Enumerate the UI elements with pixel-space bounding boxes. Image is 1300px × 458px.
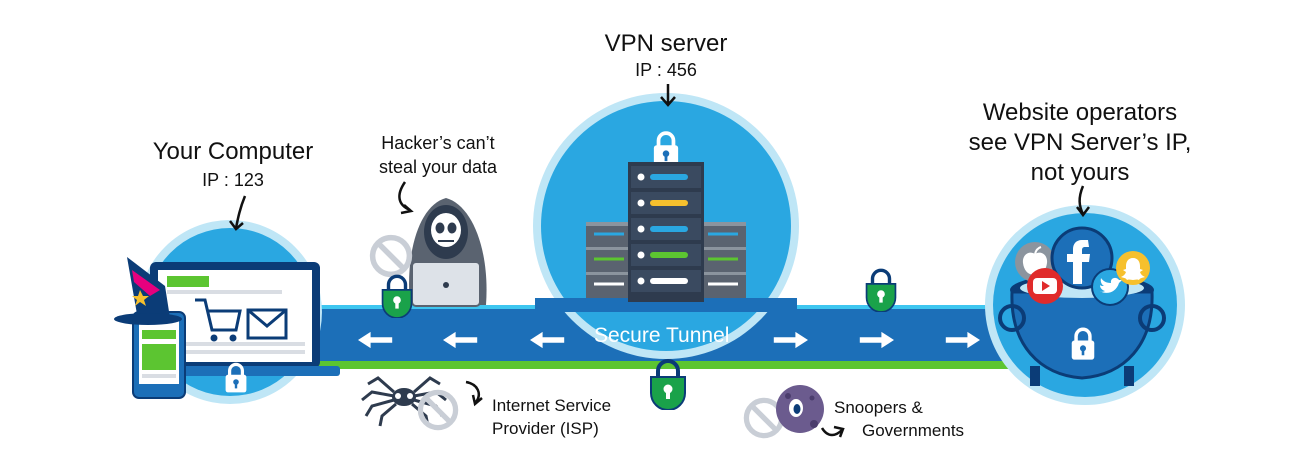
lock-icon bbox=[864, 268, 898, 312]
computer-ip: IP : 123 bbox=[202, 170, 264, 190]
snoopers-line1: Snoopers & bbox=[834, 398, 923, 417]
server-rack-icon bbox=[586, 162, 746, 302]
website-line1: Website operators bbox=[982, 99, 1178, 126]
website-line2: see VPN Server’s IP, bbox=[968, 129, 1192, 156]
youtube-icon bbox=[1027, 268, 1063, 304]
lock-icon bbox=[380, 274, 414, 318]
pointer-arrow-icon bbox=[820, 427, 843, 437]
website-line3: not yours bbox=[1030, 159, 1130, 186]
spider-icon bbox=[361, 376, 447, 427]
twitter-icon bbox=[1091, 268, 1129, 306]
no-entry-icon bbox=[420, 392, 455, 427]
tunnel-label: Secure Tunnel bbox=[594, 324, 730, 347]
no-entry-icon bbox=[373, 238, 410, 275]
wizard-hat-icon bbox=[114, 257, 182, 325]
cart-icon bbox=[195, 298, 242, 342]
mail-icon bbox=[246, 308, 288, 340]
phone-icon bbox=[132, 311, 186, 399]
isp-line2: Provider (ISP) bbox=[492, 419, 599, 438]
snapchat-icon bbox=[1116, 251, 1150, 285]
hacker-icon bbox=[409, 198, 487, 307]
vpn-title: VPN server bbox=[604, 30, 728, 57]
facebook-icon bbox=[1050, 226, 1114, 290]
hacker-line2: steal your data bbox=[378, 157, 498, 177]
snoopers-line2: Governments bbox=[862, 421, 965, 440]
eye-monster-icon bbox=[776, 385, 824, 433]
computer-title: Your Computer bbox=[152, 138, 314, 165]
pointer-arrow-icon bbox=[465, 380, 480, 403]
pointer-arrow-icon bbox=[234, 195, 247, 229]
hacker-line1: Hacker’s can’t bbox=[381, 133, 495, 153]
isp-line1: Internet Service bbox=[492, 396, 612, 415]
vpn-ip: IP : 456 bbox=[635, 60, 697, 80]
